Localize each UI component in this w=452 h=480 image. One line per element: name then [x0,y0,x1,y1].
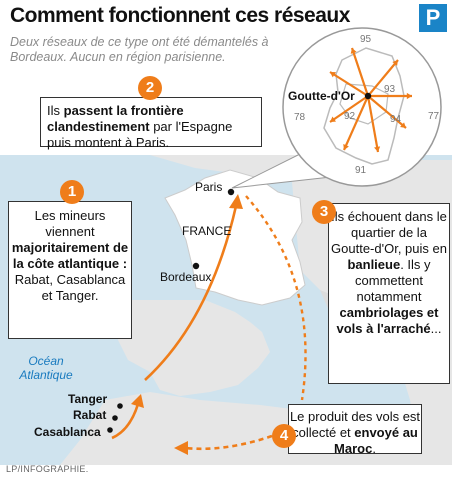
step-1-text-post: Rabat, Casablanca et Tanger. [14,272,126,303]
label-paris: Paris [195,180,223,194]
label-casablanca: Casablanca [34,425,101,439]
step-1-text-pre: Les mineurs viennent [34,208,106,239]
step-3-text-mid: . Ils y commettent notamment [355,257,431,304]
route-arrow-return-morocco-head [174,441,188,455]
tanger-dot [117,403,123,409]
bordeaux-dot [192,262,200,270]
step-2-badge: 2 [138,76,162,100]
page-subtitle: Deux réseaux de ce type ont été démantel… [10,35,269,64]
step-1-text-bold: majoritairement de la côte atlantique : [11,240,129,271]
rabat-dot [112,415,118,421]
goutte-dor-dot [364,92,372,100]
spread-arrow-head-1 [330,72,336,78]
spread-arrow-8 [329,95,369,123]
step-4-text-pre: Le produit des vols est collecté et [289,409,421,440]
casablanca-dot [107,427,113,433]
france-land [164,169,306,306]
step-3-badge: 3 [312,200,336,224]
route-arrow-morocco-head [131,394,144,408]
step-2-text-post: par l'Espagne puis montent à Paris. [47,119,233,150]
dept-label-77: 77 [428,111,440,122]
step-3-text-pre: Ils échouent dans le quartier de la Gout… [331,209,447,256]
label-bordeaux: Bordeaux [160,270,212,284]
route-arrow-spain-paris [144,205,238,381]
route-arrow-spain-paris-head [229,194,243,209]
step-4-text-post: . [372,441,376,456]
step-1-badge: 1 [60,180,84,204]
step-3-text-post: ... [430,321,442,336]
route-arrow-morocco [111,403,140,440]
route-arrow-return-morocco [184,434,273,451]
spread-arrow-head-3 [392,60,398,66]
step-4-box: Le produit des vols est collecté et envo… [288,404,422,456]
spread-arrow-5 [367,95,407,129]
step-3-text-bold: banlieue [347,257,401,272]
spread-arrow-2 [350,47,370,97]
route-arrow-paris-south [245,195,307,401]
step-4-text-bold: envoyé au Maroc [334,425,418,456]
spread-arrow-1 [329,71,369,97]
spread-arrow-head-7 [343,144,349,150]
step-4-badge: 4 [272,424,296,448]
credit-text: LP/INFOGRAPHIE. [6,464,89,474]
label-ocean: Océan Atlantique [19,354,73,382]
spread-arrows [329,47,412,153]
iberia-land [118,300,270,396]
spread-arrow-head-8 [330,116,336,122]
step-1-box: Les mineurs viennent majoritairement de … [8,201,132,339]
dept-label-95: 95 [360,34,372,45]
page-title: Comment fonctionnent ces réseaux [10,4,350,27]
spread-arrow-3 [367,59,399,97]
step-2-text-bold: passent la frontière clandestinement [47,103,184,134]
spread-arrow-7 [342,95,370,151]
dept-label-93: 93 [384,84,396,95]
step-3-text-bold2: cambriolages et vols à l'arraché [336,305,439,336]
spread-arrow-head-2 [350,48,357,54]
paris-dot [227,188,235,196]
label-rabat: Rabat [73,408,107,422]
step-3-box: Ils échouent dans le quartier de la Gout… [328,203,450,384]
label-tanger: Tanger [68,392,108,406]
dept-label-78: 78 [294,112,306,123]
dept-label-94: 94 [390,114,402,125]
inset-label-goutte-dor: Goutte-d'Or [288,89,355,103]
spread-arrow-head-4 [406,92,412,100]
spread-arrow-6 [366,95,380,153]
spread-arrow-head-6 [374,146,381,152]
step-2-text-pre: Ils [47,103,64,118]
dept-label-92: 92 [344,111,356,122]
label-france: FRANCE [182,224,232,238]
spread-arrow-head-5 [400,122,406,128]
department-boundaries [323,47,405,165]
step-2-box: Ils passent la frontière clandestinement… [40,97,262,150]
dept-label-91: 91 [355,165,367,176]
parisien-logo: P [419,4,447,32]
